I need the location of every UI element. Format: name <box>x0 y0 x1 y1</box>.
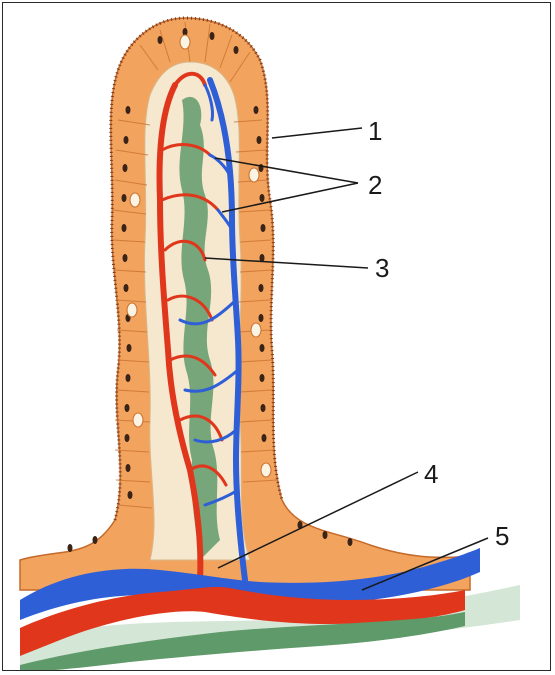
label-2: 2 <box>368 172 382 198</box>
label-3: 3 <box>375 255 389 281</box>
label-1: 1 <box>368 118 382 144</box>
label-4: 4 <box>424 461 438 487</box>
epithelium-layer <box>20 18 470 590</box>
label-5: 5 <box>495 523 509 549</box>
